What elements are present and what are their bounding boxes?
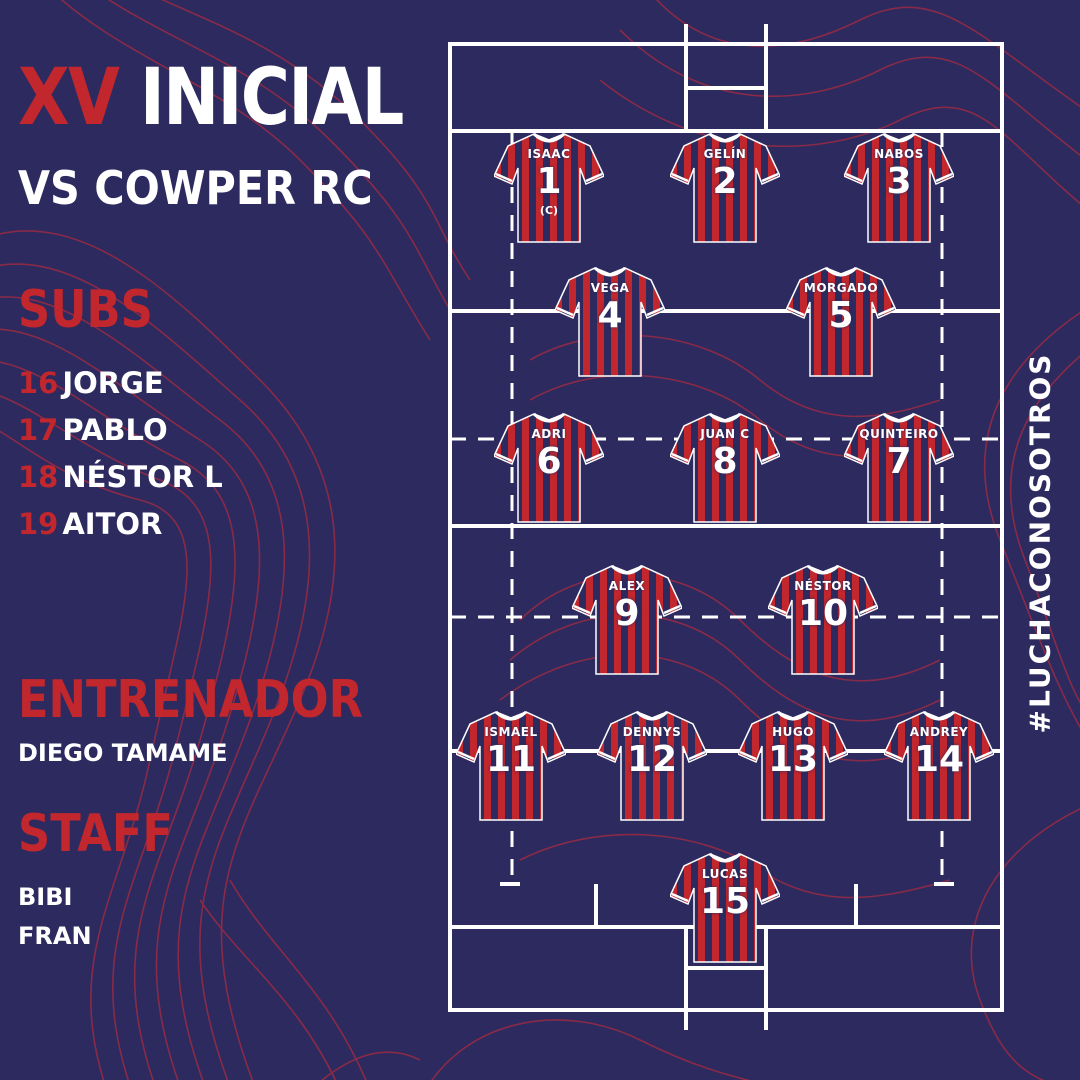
player-name: LUCAS [701, 867, 749, 881]
player-card-10: NÉSTOR 10 [768, 556, 878, 680]
player-name: DENNYS [622, 725, 682, 739]
player-card-8: JUAN C 8 [670, 404, 780, 528]
staff-member: BIBI [18, 883, 73, 911]
player-number: 14 [913, 739, 965, 780]
player-number: 2 [712, 161, 738, 202]
player-number: 6 [536, 441, 562, 482]
player-name: ALEX [608, 579, 646, 593]
staff-list: BIBI FRAN [18, 878, 92, 956]
player-card-5: MORGADO 5 [786, 258, 896, 382]
player-number: 9 [614, 593, 640, 634]
player-card-7: QUINTEIRO 7 [844, 404, 954, 528]
player-card-2: GELÍN 2 [670, 124, 780, 248]
sub-name: PABLO [62, 413, 168, 447]
sub-name: JORGE [62, 366, 164, 400]
player-card-11: ISMAEL 11 [456, 702, 566, 826]
sub-name: AITOR [62, 507, 163, 541]
player-name: GELÍN [703, 147, 747, 161]
player-name: ISMAEL [484, 725, 538, 739]
player-card-3: NABOS 3 [844, 124, 954, 248]
player-card-6: ADRI 6 [494, 404, 604, 528]
player-name: NÉSTOR [794, 579, 852, 593]
player-name: JUAN C [700, 427, 750, 441]
player-name: VEGA [590, 281, 630, 295]
player-number: 7 [886, 441, 912, 482]
player-name: QUINTEIRO [859, 427, 939, 441]
player-card-1: ISAAC 1 (C) [494, 124, 604, 248]
captain-mark: (C) [539, 204, 559, 217]
title-rest: INICIAL [139, 53, 405, 143]
player-number: 13 [767, 739, 819, 780]
player-card-9: ALEX 9 [572, 556, 682, 680]
hashtag-label: #LUCHACONOSOTROS [1023, 352, 1057, 734]
player-name: NABOS [874, 147, 924, 161]
coach-heading: ENTRENADOR [18, 670, 364, 730]
player-number: 8 [712, 441, 738, 482]
player-number: 11 [485, 739, 537, 780]
player-number: 3 [886, 161, 912, 202]
sub-name: NÉSTOR L [62, 460, 223, 494]
player-name: ADRI [531, 427, 567, 441]
sub-number: 16 [18, 366, 59, 400]
player-number: 12 [626, 739, 678, 780]
player-number: 1 [536, 161, 562, 202]
sub-number: 19 [18, 507, 59, 541]
player-number: 5 [828, 295, 854, 336]
sub-number: 17 [18, 413, 59, 447]
player-card-15: LUCAS 15 [670, 844, 780, 968]
player-name: ISAAC [527, 147, 571, 161]
player-card-12: DENNYS 12 [597, 702, 707, 826]
page-title: XV INICIAL [18, 50, 405, 146]
player-card-14: ANDREY 14 [884, 702, 994, 826]
staff-member: FRAN [18, 922, 92, 950]
player-card-13: HUGO 13 [738, 702, 848, 826]
player-name: HUGO [772, 725, 814, 739]
sub-number: 18 [18, 460, 59, 494]
player-number: 4 [597, 295, 623, 336]
player-number: 15 [699, 881, 751, 922]
subs-heading: SUBS [18, 280, 153, 340]
player-card-4: VEGA 4 [555, 258, 665, 382]
player-name: ANDREY [909, 725, 969, 739]
player-name: MORGADO [803, 281, 879, 295]
opponent-subtitle: VS COWPER RC [18, 161, 373, 215]
title-highlight: XV [18, 53, 120, 143]
player-number: 10 [797, 593, 849, 634]
coach-name: DIEGO TAMAME [18, 739, 228, 767]
staff-heading: STAFF [18, 804, 173, 864]
